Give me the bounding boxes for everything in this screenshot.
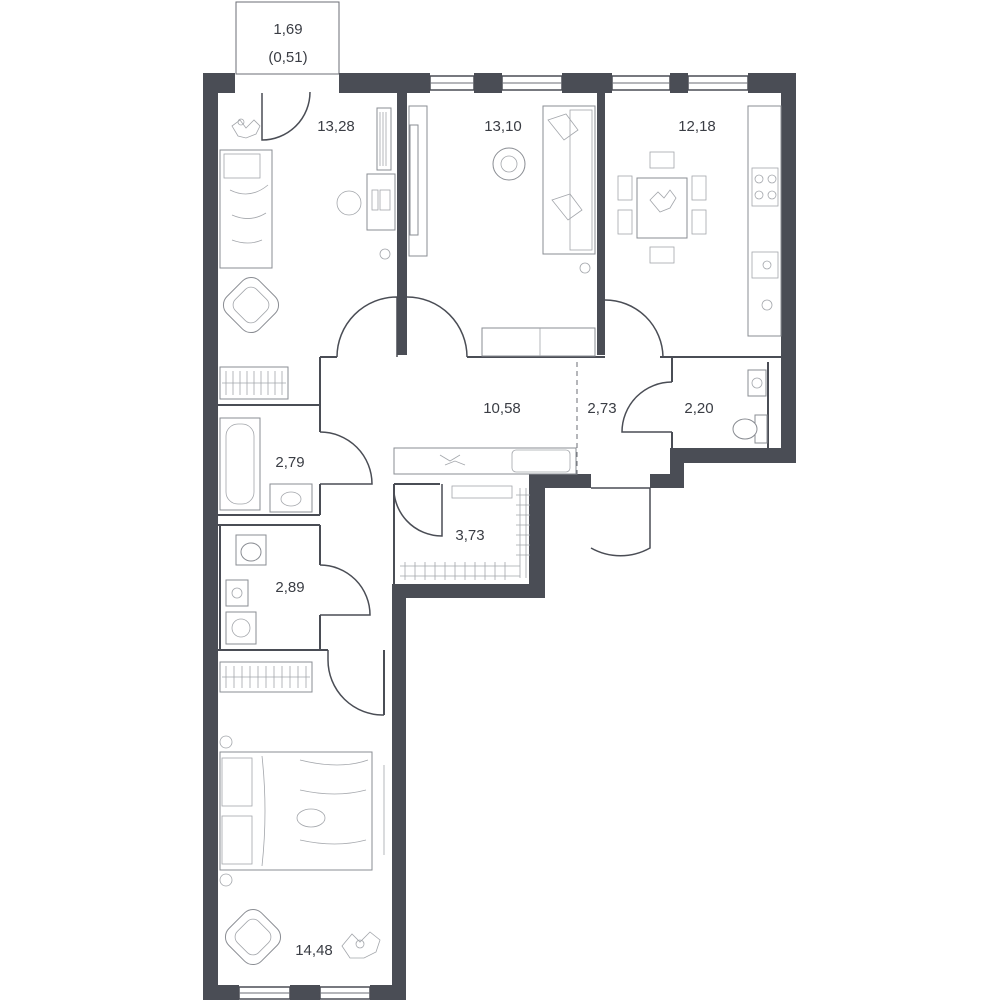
bedroom-top-area-label: 13,28 [317,118,355,135]
plant-icon [231,118,261,139]
wc-left-furniture [225,534,267,645]
hall-furniture [393,447,577,475]
wc-right-area-label: 2,20 [684,400,713,417]
kitchen-furniture [617,105,782,337]
bedroom-bottom-furniture [219,661,385,966]
wc-right-furniture [732,369,768,444]
balcony-area-label: 1,69 [273,21,302,38]
kitchen-area-label: 12,18 [678,118,716,135]
room-labels: 1,69 (0,51) 13,28 13,10 12,18 10,58 2,73… [268,21,715,959]
bathroom-area-label: 2,79 [275,454,304,471]
corridor-area-label: 2,73 [587,400,616,417]
hall-area-label: 10,58 [483,400,521,417]
living-area-label: 13,10 [484,118,522,135]
interior-walls [218,93,783,715]
plant-icon [341,931,381,959]
exterior-walls [203,73,796,1000]
wardrobe-area-label: 3,73 [455,527,484,544]
armchair-icon [222,276,280,334]
wc-left-area-label: 2,89 [275,579,304,596]
balcony-reduced-area-label: (0,51) [268,49,307,66]
wardrobe-furniture [400,485,530,580]
bathroom-furniture [219,417,313,513]
windows [238,75,749,1000]
bedroom-bottom-area-label: 14,48 [295,942,333,959]
living-furniture [408,105,596,357]
armchair-icon [224,908,282,966]
balcony [235,1,340,75]
doors [261,91,673,716]
bedroom-top-furniture [219,107,396,400]
